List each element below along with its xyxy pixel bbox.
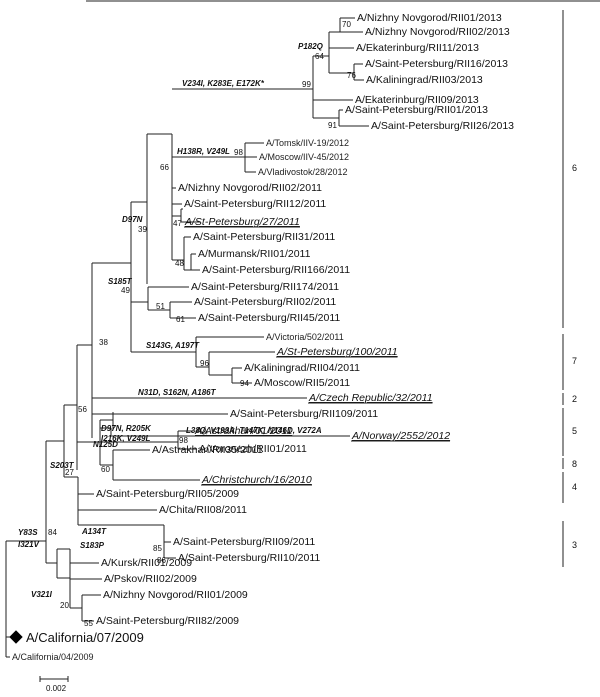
bootstrap-value: 76 — [347, 71, 356, 80]
taxon-label: A/Saint-Petersburg/RII16/2013 — [365, 58, 508, 70]
bootstrap-value: 70 — [342, 20, 351, 29]
bootstrap-value: 94 — [240, 379, 249, 388]
clade-label: 4 — [572, 482, 577, 492]
taxon-label: A/Moscow/RII5/2011 — [254, 377, 350, 389]
taxon-label-reference: A/California/07/2009 — [26, 630, 144, 645]
clade-label: 8 — [572, 459, 577, 469]
mutation-labels: P182Q V234I, K283E, E172K* H138R, V249L … — [18, 42, 324, 599]
taxon-label: A/Tomsk/IIV-19/2012 — [266, 138, 349, 148]
taxon-label: A/Saint-Petersburg/RII82/2009 — [96, 615, 239, 627]
taxon-label: A/California/04/2009 — [12, 652, 94, 662]
taxon-label: A/Ekaterinburg/RII09/2013 — [355, 94, 479, 106]
mutation-label: H138R, V249L — [177, 147, 230, 156]
mutation-label: V321I — [31, 590, 53, 599]
taxon-label: A/Victoria/502/2011 — [266, 332, 344, 342]
bootstrap-value: 51 — [156, 302, 165, 311]
taxon-label: A/Nizhny Novgorod/RII02/2013 — [365, 26, 510, 38]
mutation-label: L38Q, V193A, T147K, N146D, V272A — [186, 426, 322, 435]
bootstrap-value: 56 — [78, 405, 87, 414]
taxon-label: A/Chita/RII08/2011 — [159, 504, 247, 516]
taxon-label: A/Saint-Petersburg/RII02/2011 — [194, 296, 336, 308]
tree-branches — [5, 17, 369, 658]
bootstrap-value: 39 — [138, 225, 147, 234]
taxon-label: A/Saint-Petersburg/RII26/2013 — [371, 120, 514, 132]
taxon-label: A/Saint-Petersburg/RII09/2011 — [173, 536, 315, 548]
taxon-label: A/Saint-Petersburg/RII01/2013 — [345, 104, 488, 116]
taxon-label: A/Moscow/IIV-45/2012 — [259, 152, 349, 162]
taxon-label: A/Czech Republic/32/2011 — [308, 392, 433, 404]
bootstrap-value: 61 — [176, 315, 185, 324]
reference-diamond-icon — [9, 630, 23, 644]
mutation-label: Y83S — [18, 528, 38, 537]
taxon-label: A/Astrakhan/RII35/2011 — [152, 444, 263, 456]
taxon-label: A/Voronezh/RII01/2011 — [199, 443, 307, 455]
bootstrap-value: 84 — [48, 528, 57, 537]
bootstrap-value: 86 — [157, 556, 166, 565]
bootstrap-values: 70 64 76 99 91 98 66 47 39 48 49 51 61 3… — [48, 20, 356, 628]
mutation-label: S203T — [50, 461, 75, 470]
taxon-label: A/Kursk/RII01/2009 — [101, 557, 192, 569]
bootstrap-value: 98 — [179, 436, 188, 445]
taxon-label: A/St-Petersburg/27/2011 — [184, 216, 300, 228]
taxon-label: A/Norway/2552/2012 — [351, 430, 450, 442]
bootstrap-value: 98 — [234, 148, 243, 157]
bootstrap-value: 27 — [65, 468, 74, 477]
mutation-label: S183P — [80, 541, 105, 550]
bootstrap-value: 20 — [60, 601, 69, 610]
clade-label: 7 — [572, 356, 577, 366]
mutation-label: S185T — [108, 277, 133, 286]
taxon-label: A/Saint-Petersburg/RII10/2011 — [178, 552, 320, 564]
mutation-label: N31D, S162N, A186T — [138, 388, 217, 397]
taxon-label: A/Christchurch/16/2010 — [201, 474, 312, 486]
mutation-label: I216K, V249L — [101, 434, 150, 443]
bootstrap-value: 96 — [200, 359, 209, 368]
clade-label: 3 — [572, 540, 577, 550]
scale-bar: 0.002 — [39, 676, 69, 693]
taxon-label: A/Kaliningrad/RII04/2011 — [244, 362, 360, 374]
clade-brackets: 6 7 2 5 8 4 3 — [562, 10, 577, 567]
bootstrap-value: 48 — [175, 259, 184, 268]
bootstrap-value: 47 — [173, 219, 182, 228]
clade-label: 2 — [572, 394, 577, 404]
mutation-label: N125D — [93, 440, 118, 449]
bootstrap-value: 60 — [101, 465, 110, 474]
mutation-label: D97N, R205K — [101, 424, 152, 433]
taxa-labels: A/Nizhny Novgorod/RII01/2013 A/Nizhny No… — [12, 12, 514, 662]
bootstrap-value: 91 — [328, 121, 337, 130]
taxon-label: A/St-Petersburg/100/2011 — [276, 346, 398, 358]
taxon-label: A/Nizhny Novgorod/RII01/2013 — [357, 12, 502, 24]
taxon-label: A/Nizhny Novgorod/RII02/2011 — [178, 182, 322, 194]
taxon-label: A/Saint-Petersburg/RII05/2009 — [96, 488, 239, 500]
taxon-label: A/Ekaterinburg/RII11/2013 — [356, 42, 479, 54]
mutation-label: V234I, K283E, E172K* — [182, 79, 265, 88]
taxon-label: A/Vladivostok/28/2012 — [258, 167, 348, 177]
bootstrap-value: 99 — [302, 80, 311, 89]
taxon-label: A/Nizhny Novgorod/RII01/2009 — [103, 589, 248, 601]
taxon-label: A/Saint-Petersburg/RII174/2011 — [191, 281, 339, 293]
bootstrap-value: 38 — [99, 338, 108, 347]
scale-bar-label: 0.002 — [46, 684, 67, 693]
taxon-label: A/Saint-Petersburg/RII45/2011 — [198, 312, 340, 324]
mutation-label: I321V — [18, 540, 40, 549]
bootstrap-value: 85 — [153, 544, 162, 553]
taxon-label: A/Saint-Petersburg/RII109/2011 — [230, 408, 378, 420]
mutation-label: A134T — [81, 527, 107, 536]
taxon-label: A/Saint-Petersburg/RII12/2011 — [184, 198, 326, 210]
taxon-label: A/Saint-Petersburg/RII166/2011 — [202, 264, 350, 276]
taxon-label: A/Astrakhan/01/2011 — [194, 425, 292, 437]
bootstrap-value: 64 — [315, 52, 324, 61]
bootstrap-value: 55 — [84, 619, 93, 628]
taxon-label: A/Murmansk/RII01/2011 — [198, 248, 311, 260]
mutation-label: P182Q — [298, 42, 324, 51]
taxon-label: A/Pskov/RII02/2009 — [104, 573, 197, 585]
bootstrap-value: 49 — [121, 286, 130, 295]
mutation-label: D97N — [122, 215, 143, 224]
mutation-label: S143G, A197T — [146, 341, 200, 350]
taxon-label: A/Kaliningrad/RII03/2013 — [366, 74, 483, 86]
clade-label: 6 — [572, 163, 577, 173]
taxon-label: A/Saint-Petersburg/RII31/2011 — [193, 231, 335, 243]
bootstrap-value: 66 — [160, 163, 169, 172]
clade-label: 5 — [572, 426, 577, 436]
